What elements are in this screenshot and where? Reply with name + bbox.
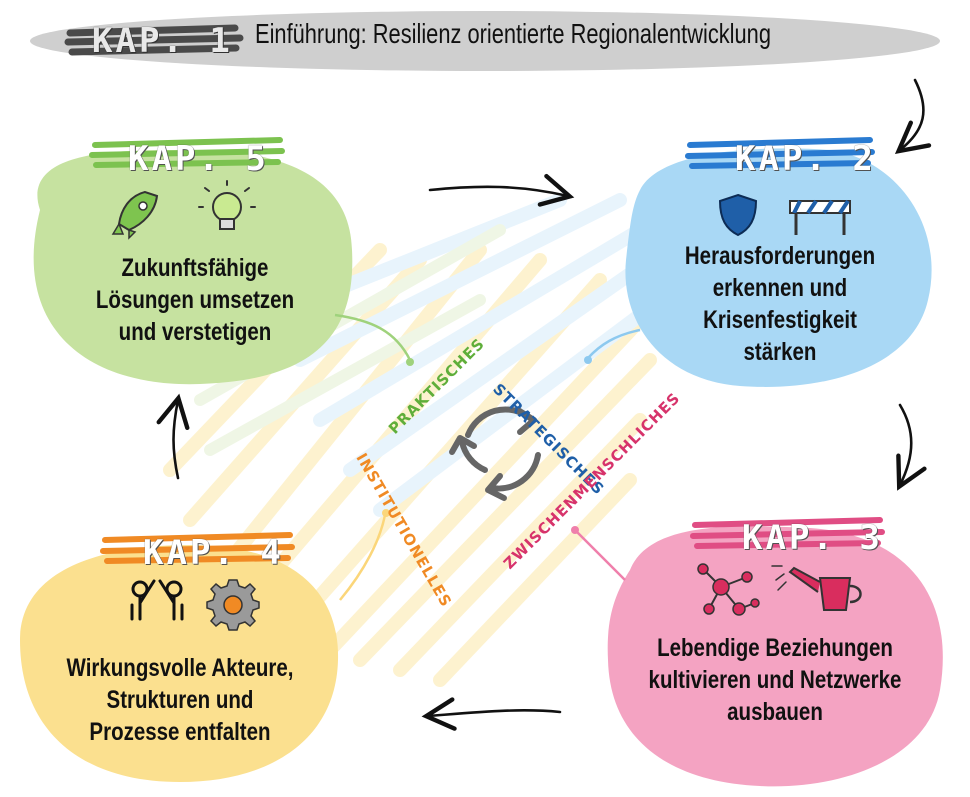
- kap5-label: KAP. 5: [128, 139, 269, 179]
- kap5-text: Zukunftsfähige Lösungen umsetzen und ver…: [95, 254, 295, 346]
- kap1-label: KAP. 1: [92, 21, 233, 61]
- background-scribble: [163, 193, 667, 687]
- shield-icon: [718, 193, 758, 237]
- kap3-text: Lebendige Beziehungen kultivieren und Ne…: [648, 634, 902, 726]
- barrier-icon: [789, 199, 851, 235]
- cycle-arrows: [156, 78, 932, 731]
- kap4-label: KAP. 4: [143, 533, 284, 573]
- arrow-kap4-to-kap5: [156, 393, 190, 480]
- kap3-label: KAP. 3: [742, 518, 883, 558]
- watering-can-icon: [771, 565, 862, 611]
- header-title: Einführung: Resilienz orientierte Region…: [255, 18, 771, 49]
- kap5-blob: [33, 137, 353, 385]
- leader-institutional: [339, 514, 387, 601]
- arrow-kap1-to-kap2: [894, 78, 932, 155]
- kap2-blob: [625, 137, 932, 387]
- kap1-header: [30, 11, 940, 71]
- kap2-label: KAP. 2: [735, 139, 876, 179]
- network-icon: [697, 563, 760, 616]
- lightbulb-icon: [198, 180, 256, 230]
- leader-interpersonal: [574, 529, 626, 581]
- people-high-five-icon: [130, 579, 184, 621]
- gear-icon: [206, 579, 260, 631]
- connector-lines: [334, 313, 641, 601]
- kap4-text: Wirkungsvolle Akteure, Strukturen und Pr…: [66, 654, 294, 746]
- cycle-icon: [449, 406, 541, 501]
- arrow-kap5-to-kap2: [428, 173, 575, 207]
- rocket-icon: [111, 190, 159, 240]
- arrow-kap2-to-kap3: [896, 403, 927, 491]
- leader-practical: [334, 313, 412, 361]
- leader-strategic: [587, 328, 641, 359]
- kap2-text: Herausforderungen erkennen und Krisenfes…: [684, 242, 876, 366]
- arrow-kap3-to-kap4: [421, 697, 562, 731]
